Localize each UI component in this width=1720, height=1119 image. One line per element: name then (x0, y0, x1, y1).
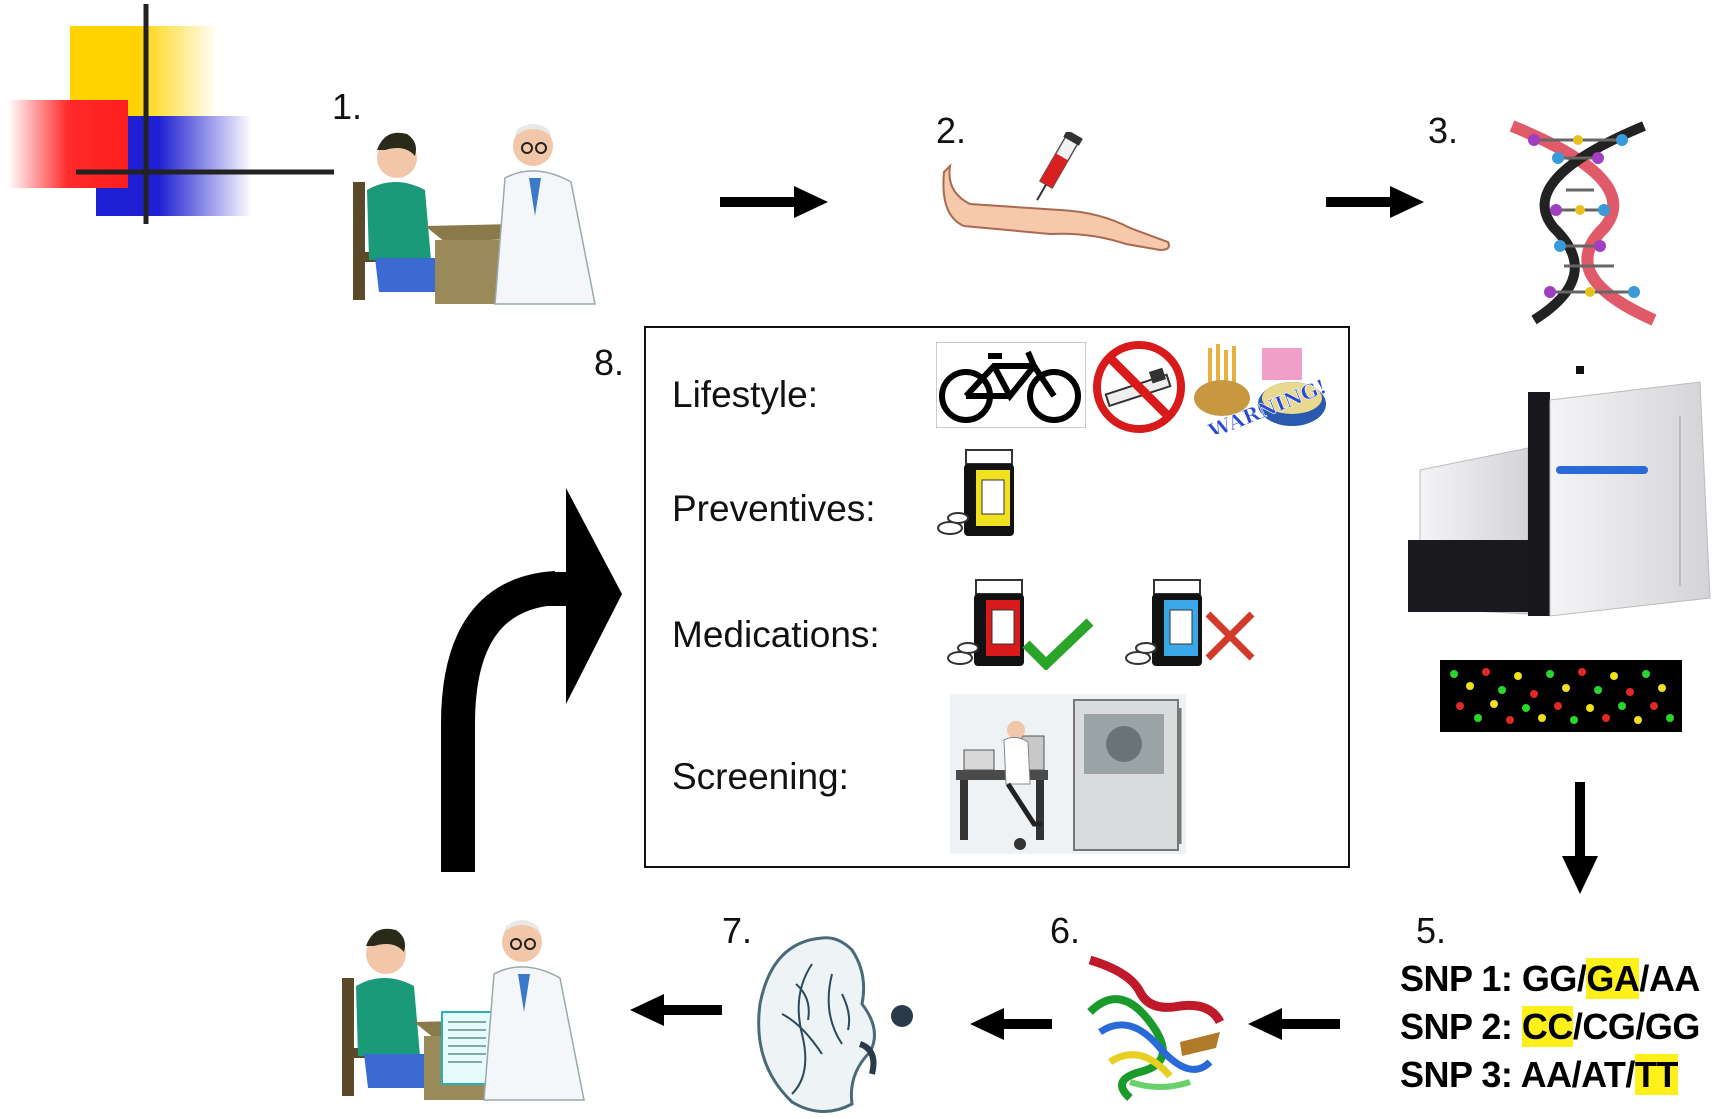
sequencer-illustration (1360, 376, 1720, 626)
snp-3-genotype-b: AT (1581, 1054, 1626, 1095)
arrow-2-to-3 (1326, 186, 1424, 218)
medications-label: Medications: (672, 614, 880, 655)
dna-helix-icon (1509, 120, 1657, 326)
check-mark-icon (1022, 614, 1094, 671)
microarray-chip (1440, 660, 1682, 732)
snp-2-genotype-c: GG (1644, 1006, 1701, 1047)
preventives-label: Preventives: (672, 488, 876, 529)
snp-row-2: SNP 2: CC/CG/GG (1400, 1006, 1701, 1047)
snp-3-label: SNP 3: (1400, 1054, 1521, 1095)
lung-scan-icon (757, 936, 913, 1114)
patient-doctor-report-icon (342, 920, 585, 1101)
screening-lab-icon (950, 694, 1186, 854)
blood-draw-illustration (940, 129, 1180, 262)
snp-1-genotype-c: AA (1648, 958, 1701, 999)
step-1-label: 1. (332, 86, 363, 127)
snp-3-genotype-a: AA (1520, 1054, 1573, 1095)
lifestyle-label: Lifestyle: (672, 374, 819, 415)
no-smoking-icon (1092, 340, 1186, 434)
cross-mark-icon (1202, 608, 1258, 664)
dna-illustration (1494, 120, 1664, 330)
patient-doctor-icon (353, 124, 596, 305)
arrow-4-to-5 (1562, 782, 1598, 894)
snp-3-genotype-c: TT (1634, 1054, 1678, 1095)
contraindicated-medication-bottle-icon (1124, 578, 1214, 670)
snp-row-3: SNP 3: AA/AT/TT (1400, 1054, 1678, 1095)
junk-food-warning-icon: WARNING! (1192, 338, 1332, 444)
deco-corner (0, 0, 340, 230)
arrow-7-to-consult (630, 994, 722, 1026)
arrow-6-to-7 (970, 1008, 1052, 1040)
screening-label: Screening: (672, 756, 849, 797)
sequencer-machine-icon (1408, 381, 1711, 617)
step-6-label: 6. (1050, 910, 1081, 951)
snp-1-genotype-a: GG (1521, 958, 1578, 999)
arrow-1-to-2 (720, 186, 828, 218)
deco-squares-graphic (8, 4, 334, 224)
protein-illustration (1070, 952, 1240, 1102)
prevention-plan-panel: Lifestyle: Preventives: Medications: Scr… (644, 326, 1350, 868)
small-marker (1576, 366, 1584, 374)
snp-2-genotype-b: CG (1582, 1006, 1636, 1047)
step-7-label: 7. (722, 910, 753, 951)
results-consultation-illustration (334, 916, 594, 1106)
preventive-pill-bottle-icon (936, 448, 1026, 540)
consultation-illustration (345, 120, 605, 310)
snp-1-label: SNP 1: (1400, 958, 1522, 999)
bicycle-icon (935, 341, 1087, 429)
protein-structure-icon (1087, 955, 1225, 1101)
arrow-5-to-6 (1248, 1008, 1340, 1040)
ct-scan-illustration (752, 934, 922, 1114)
step-2-label: 2. (936, 110, 967, 151)
step-8-label: 8. (594, 342, 625, 383)
microarray-spots-graphic (1450, 668, 1674, 724)
curved-arrow-to-plan (441, 488, 622, 872)
snp-2-label: SNP 2: (1400, 1006, 1522, 1047)
step-3-label: 3. (1428, 110, 1459, 151)
arm-syringe-icon (942, 129, 1170, 252)
approved-medication-bottle-icon (946, 578, 1036, 670)
snp-row-1: SNP 1: GG/GA/AA (1400, 958, 1701, 999)
snp-2-genotype-a: CC (1521, 1006, 1573, 1047)
snp-1-genotype-b: GA (1586, 958, 1640, 999)
step-5-label: 5. (1416, 910, 1447, 951)
